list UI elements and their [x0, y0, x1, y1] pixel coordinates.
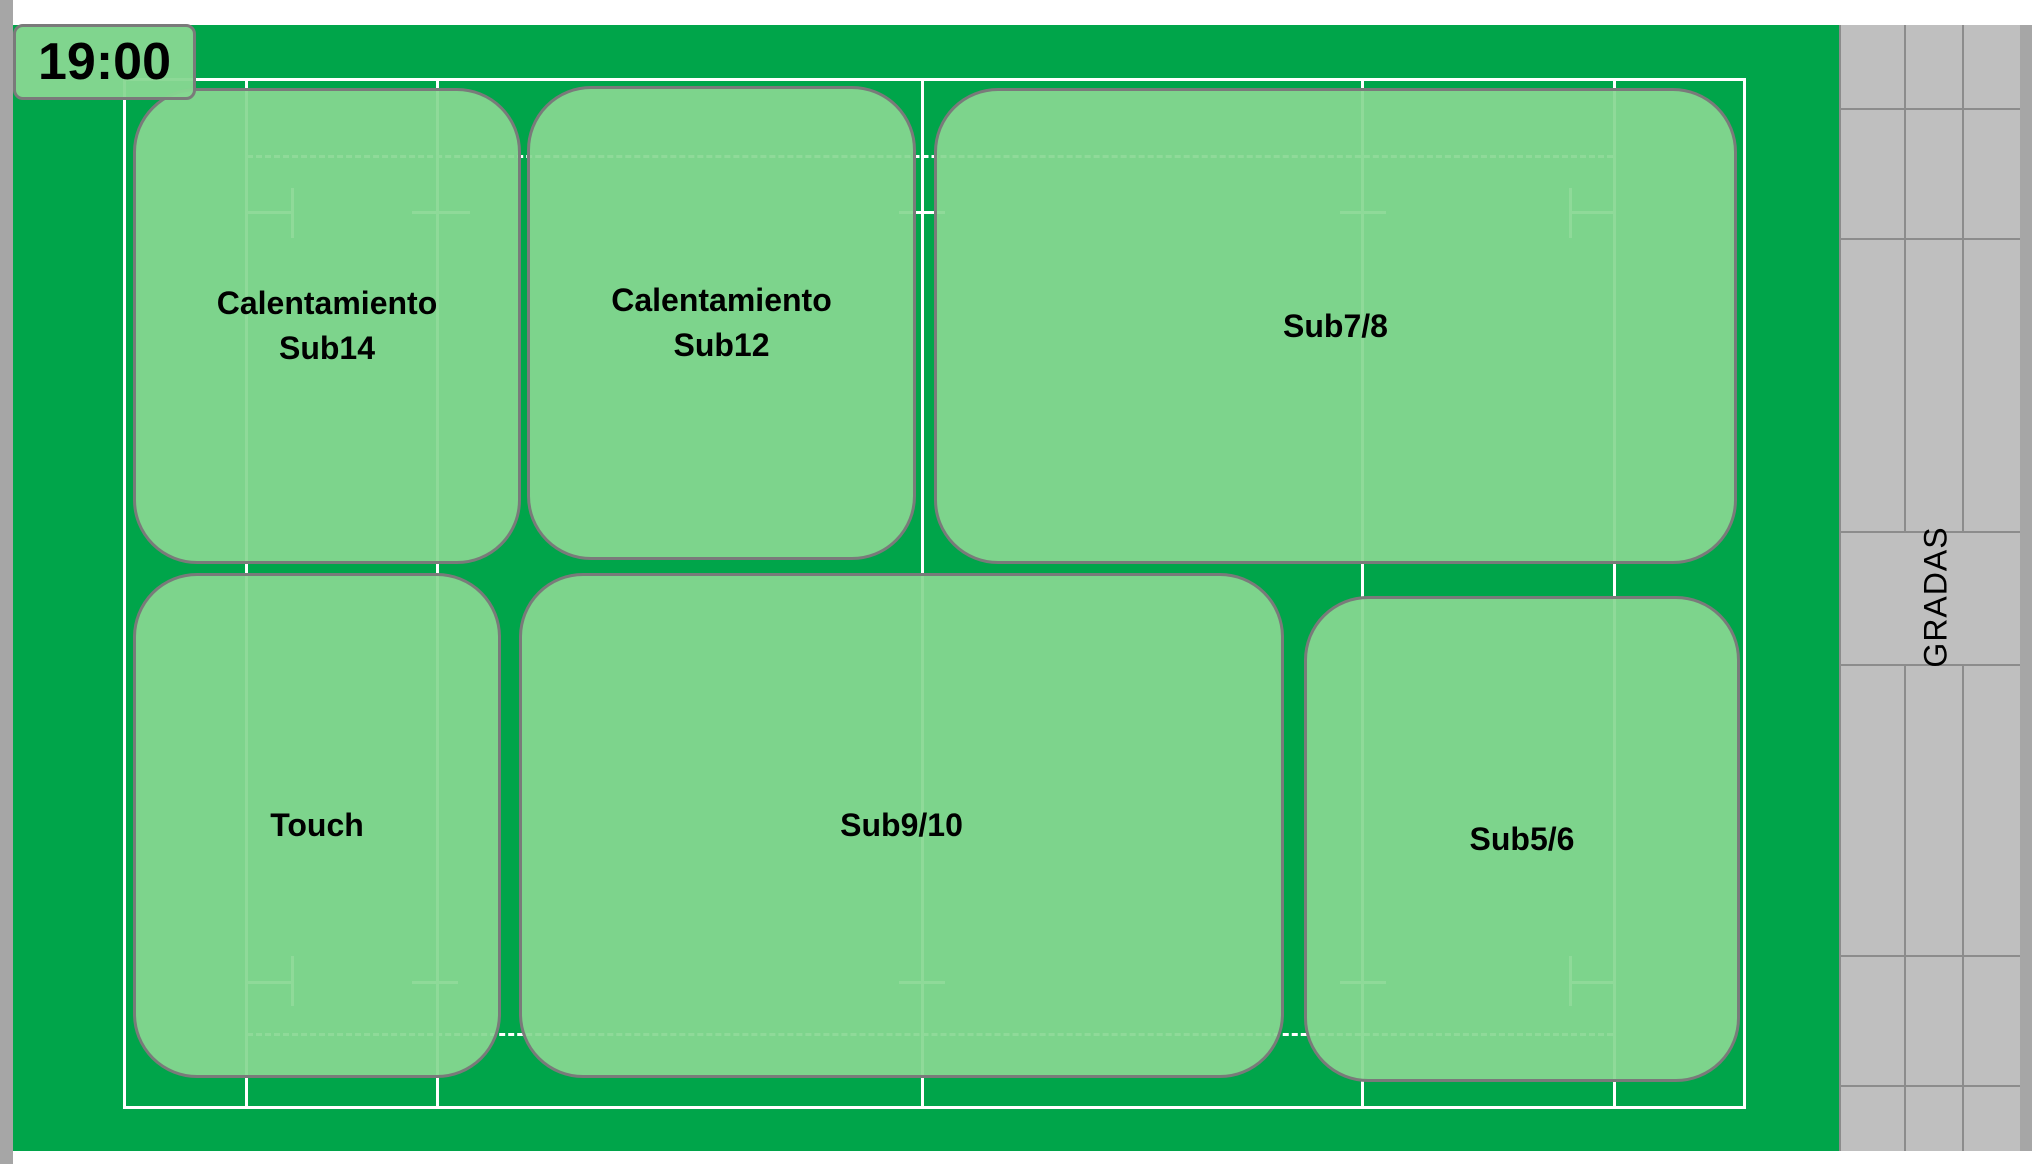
- stands-divider: [1839, 108, 2020, 110]
- left-margin-strip: [0, 0, 13, 1164]
- stands-label-text: GRADAS: [1917, 526, 1954, 668]
- zone-label: Sub5/6: [1469, 820, 1575, 857]
- stands-divider: [1839, 664, 2020, 666]
- pitch-line-try-right: [1613, 78, 1616, 1109]
- zone-calentamiento-sub14: Calentamiento Sub14: [133, 88, 521, 564]
- pitch-boundary-left: [123, 78, 126, 1109]
- stands-divider: [1839, 1085, 2020, 1087]
- time-label: 19:00: [38, 33, 171, 91]
- zone-label: Sub7/8: [1283, 307, 1388, 344]
- zone-sub9-10: Sub9/10: [519, 573, 1284, 1078]
- stands-divider: [1839, 531, 2020, 533]
- pitch-line-22-right: [1361, 78, 1364, 1109]
- zone-label: Calentamiento Sub14: [216, 285, 438, 366]
- zone-label: Calentamiento Sub12: [611, 282, 832, 363]
- zone-touch: Touch: [133, 573, 501, 1078]
- pitch-tick: [899, 211, 945, 214]
- pitch-boundary-bottom: [123, 1106, 1746, 1109]
- zone-label: Sub9/10: [840, 807, 963, 843]
- stands-divider: [1839, 955, 2020, 957]
- zone-sub7-8: Sub7/8: [934, 88, 1737, 564]
- zone-label: Touch: [270, 807, 364, 843]
- stands-label-cell: [1843, 533, 2018, 664]
- pitch-boundary-right: [1743, 78, 1746, 1109]
- pitch-boundary-top: [123, 78, 1746, 81]
- zone-calentamiento-sub12: Calentamiento Sub12: [527, 86, 916, 560]
- time-badge: 19:00: [13, 24, 196, 100]
- pitch-dashed-line-top: [247, 155, 1613, 158]
- stands-divider: [1839, 238, 2020, 240]
- right-margin-strip: [2020, 25, 2032, 1151]
- zone-sub5-6: Sub5/6: [1304, 596, 1740, 1082]
